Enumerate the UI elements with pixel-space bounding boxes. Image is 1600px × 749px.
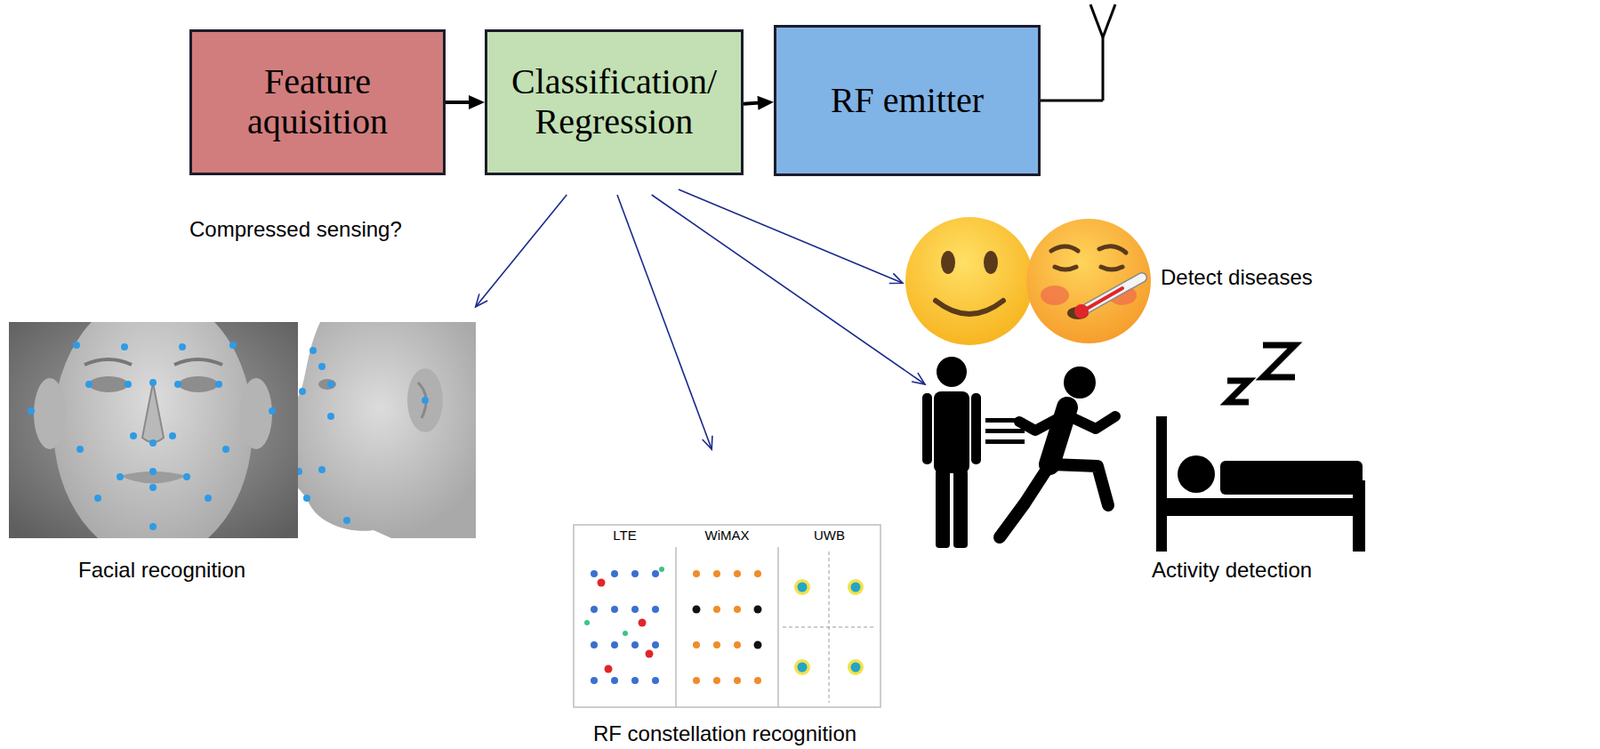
connector-line [445, 100, 471, 105]
connector-line [475, 194, 568, 307]
application-group: Detect diseases [902, 213, 1597, 343]
arrow-head [468, 95, 485, 110]
connector-arrow [475, 194, 568, 307]
caption-text: Facial recognition [78, 557, 346, 584]
sick-emoji [1026, 218, 1151, 344]
box-label: RF emitter [830, 80, 984, 121]
arrow-head [889, 273, 903, 283]
connector-arrow [651, 194, 925, 385]
process-box: RF emitter [773, 24, 1041, 177]
arrow-head [757, 96, 774, 111]
connector-line [651, 194, 925, 385]
panel-title: LTE [573, 527, 676, 544]
face-profile-illustration [297, 321, 476, 539]
arrow-head [475, 293, 488, 307]
connector-arrow [617, 194, 713, 450]
happy-emoji [905, 217, 1034, 346]
constellation-plots [573, 524, 881, 708]
application-group: LTEWiMAXUWB RF constellation recognition [560, 449, 890, 748]
box-label: Feature aquisition [199, 62, 436, 143]
connector-line [678, 189, 903, 283]
caption-text: RF constellation recognition [560, 721, 890, 748]
panel-title: WiMAX [675, 527, 779, 544]
application-group: Activity detection [924, 333, 1370, 587]
note-text: Compressed sensing? [189, 217, 403, 243]
arrow-head [702, 435, 713, 450]
connector-arrow [678, 189, 903, 283]
process-box: Feature aquisition [189, 29, 446, 176]
connector-line [743, 103, 760, 105]
box-label: Classification/ Regression [494, 62, 734, 143]
connector-arrow [743, 96, 774, 111]
panel-title: UWB [778, 527, 881, 544]
process-box: Classification/ Regression [484, 29, 744, 176]
face-front-illustration [8, 321, 298, 539]
caption-text: Detect diseases [1160, 265, 1375, 291]
arrow-head [911, 372, 925, 385]
antenna-symbol [1040, 4, 1116, 101]
caption-text: Activity detection [1151, 557, 1366, 584]
connector-arrow [445, 95, 485, 110]
connector-line [617, 194, 712, 450]
application-group: Facial recognition [8, 306, 481, 587]
activity-icons [922, 345, 1366, 552]
